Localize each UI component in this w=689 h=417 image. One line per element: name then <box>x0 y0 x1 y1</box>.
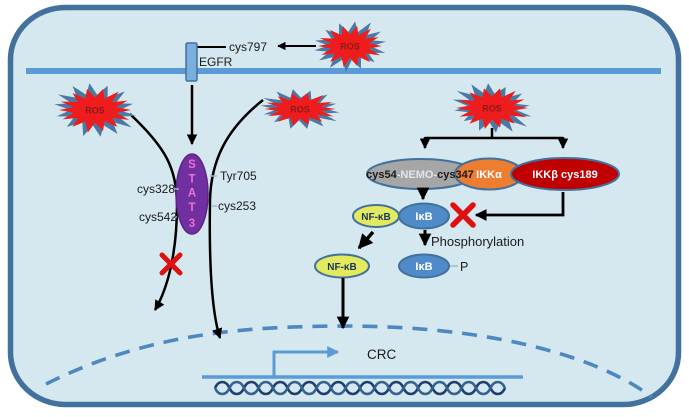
cys328-label: cys328 <box>137 182 175 196</box>
nfkb-free-oval <box>314 253 370 279</box>
phosphate-label: P <box>460 260 468 274</box>
dna-helix <box>202 375 523 396</box>
ros-label: ROS <box>290 105 310 115</box>
ros-burst-icon: ROS <box>50 78 140 143</box>
stat3-right-curve-arrow <box>208 99 264 339</box>
stat3-letter: S <box>188 159 196 171</box>
inhibition-x-icon <box>450 202 476 228</box>
ikk-alpha-label: IKKα <box>476 169 502 181</box>
ros-label: ROS <box>340 42 360 52</box>
stat3-letter: A <box>188 188 196 200</box>
ikk-beta-label: IKKβ cys189 <box>532 169 597 181</box>
ikb-phospho-oval <box>398 253 450 279</box>
egfr-receptor <box>185 42 198 82</box>
cys542-label: cys542 <box>139 210 177 224</box>
arrow-ikkb-inhibit-ikb <box>474 192 565 221</box>
inhibition-x-icon <box>159 252 183 276</box>
promoter-arrow <box>272 346 340 376</box>
cys797-label: cys797 <box>229 40 267 54</box>
ros-burst-icon: ROS <box>447 76 537 141</box>
nfkb-free-label: NF-κB <box>327 262 356 273</box>
ros-label: ROS <box>85 106 105 116</box>
ros-burst-icon: ROS <box>311 17 389 76</box>
nfkb-label: NF-κB <box>361 212 390 223</box>
tyr705-label: Tyr705 <box>220 169 257 183</box>
ikb-label: IκB <box>415 211 432 223</box>
ros-burst-icon: ROS <box>258 86 342 133</box>
egfr-label: EGFR <box>199 55 233 69</box>
nemo-core: -NEMO- <box>397 169 438 181</box>
nemo-label: cys54-NEMO-cys347 <box>366 169 474 181</box>
nemo-site-left: cys54 <box>366 169 397 181</box>
ikb-oval <box>398 202 450 230</box>
arrow-nfkb-release <box>357 230 375 250</box>
stat3-letter: T <box>188 202 195 214</box>
stat3-letter: T <box>188 174 195 186</box>
ikk-beta-oval <box>510 157 620 191</box>
crc-label: CRC <box>367 347 396 362</box>
ikb-phospho-label: IκB <box>415 261 432 273</box>
nemo-site-right: cys347 <box>437 169 474 181</box>
stat3-letter: 3 <box>189 218 195 230</box>
ros-label: ROS <box>482 104 502 114</box>
cys253-label: cys253 <box>218 199 256 213</box>
dna-strand-b <box>213 380 507 396</box>
ros-split-bracket <box>425 128 563 140</box>
stat3-label: S T A T 3 <box>188 159 196 230</box>
stat3-protein <box>175 153 209 235</box>
nucleus-boundary <box>45 324 654 399</box>
phosphorylation-label: Phosphorylation <box>431 234 524 249</box>
